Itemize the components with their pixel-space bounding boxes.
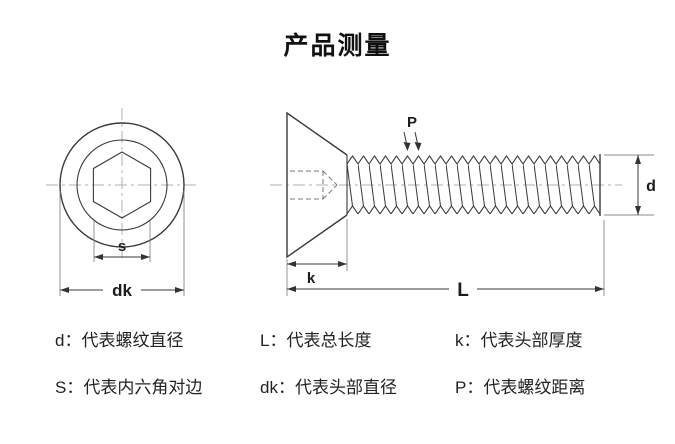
front-view-head bbox=[46, 108, 198, 262]
legend-item-k: k：代表头部厚度 bbox=[455, 331, 583, 350]
dim-label-s: s bbox=[118, 238, 126, 255]
threaded-shank bbox=[347, 155, 600, 215]
dim-label-dk: dk bbox=[112, 281, 132, 300]
dim-label-d: d bbox=[646, 178, 656, 195]
dimension-l: L bbox=[287, 220, 605, 301]
legend-item-s: S：代表内六角对边 bbox=[55, 378, 203, 397]
dim-label-l: L bbox=[457, 280, 469, 301]
dimension-p: P bbox=[403, 114, 422, 151]
dimension-d: d bbox=[604, 154, 656, 216]
head-inner-circle bbox=[76, 139, 168, 231]
legend-item-l: L：代表总长度 bbox=[260, 331, 372, 350]
screw-head-profile bbox=[286, 111, 348, 259]
head-outer-circle bbox=[59, 122, 185, 248]
page-title: 产品测量 bbox=[283, 32, 392, 60]
dimension-s: s bbox=[93, 221, 151, 262]
dimension-dk: dk bbox=[59, 191, 185, 300]
legend-item-p: P：代表螺纹距离 bbox=[455, 378, 586, 397]
legend-item-d: d：代表螺纹直径 bbox=[55, 331, 184, 350]
hidden-socket-lines bbox=[290, 170, 338, 200]
legend-item-dk: dk：代表头部直径 bbox=[260, 378, 397, 397]
dimension-k: k bbox=[286, 219, 348, 296]
side-view-screw bbox=[270, 111, 622, 259]
hex-socket bbox=[92, 151, 152, 219]
legend: d：代表螺纹直径 L：代表总长度 k：代表头部厚度 S：代表内六角对边 dk：代… bbox=[55, 326, 645, 398]
dim-label-k: k bbox=[307, 270, 316, 287]
dim-label-p: P bbox=[407, 114, 417, 131]
